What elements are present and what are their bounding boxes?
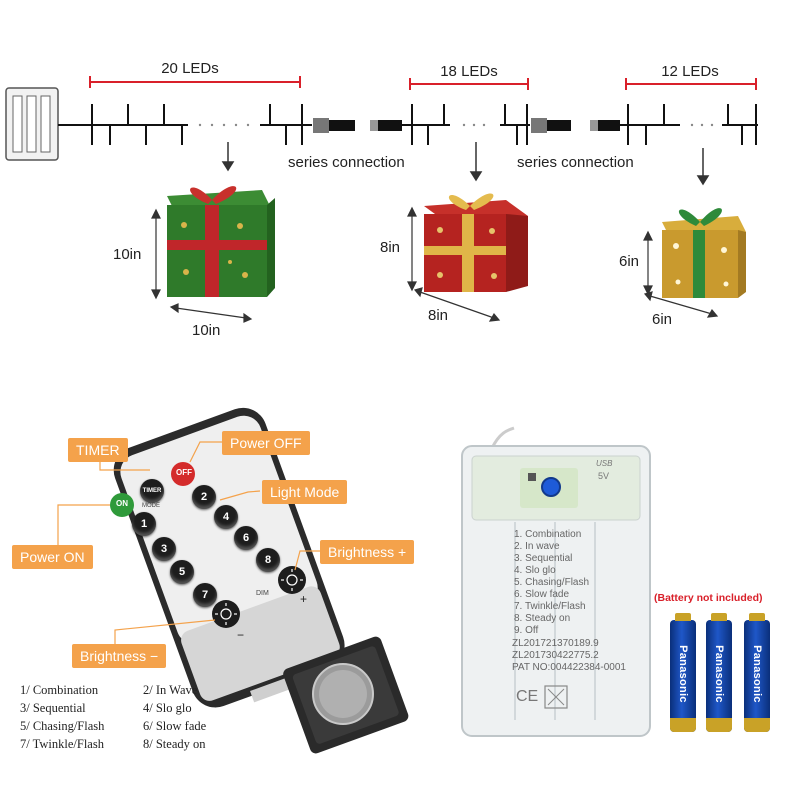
- led-segment-2: [402, 104, 530, 145]
- case-mode-item: 3. Sequential: [514, 553, 573, 564]
- mode-label: MODE: [142, 503, 160, 509]
- brightness-up-key: [278, 566, 306, 594]
- brightness-down-key: [212, 600, 240, 628]
- light-mode-callout: Light Mode: [262, 480, 348, 504]
- aa-battery: Panasonic: [706, 613, 732, 732]
- power-off-callout: Power OFF: [222, 431, 310, 455]
- number-key-6[interactable]: 6: [234, 526, 258, 550]
- mode-item: 8/ Steady on: [143, 737, 206, 751]
- box-width-label: 6in: [652, 311, 673, 328]
- series-connection-label: series connection: [517, 154, 634, 171]
- connector-2: [370, 120, 402, 131]
- case-mode-list: 1. Combination 2. In wave 3. Sequential …: [514, 529, 589, 637]
- mode-item: 2/ In Wave: [143, 683, 198, 697]
- connector-4: [590, 120, 620, 131]
- patent-number: PAT NO:004422384-0001: [512, 662, 626, 673]
- case-mode-item: 8. Steady on: [514, 613, 571, 624]
- number-key-4[interactable]: 4: [214, 505, 238, 529]
- sun-icon: [215, 569, 303, 625]
- brightness-up-callout: Brightness +: [320, 540, 415, 564]
- aa-battery: Panasonic: [670, 613, 696, 732]
- number-key-1[interactable]: 1: [132, 512, 156, 536]
- connector-3: [531, 118, 571, 133]
- box-height-label: 8in: [380, 239, 401, 256]
- gift-box-green: [167, 186, 275, 297]
- aa-battery: Panasonic: [744, 613, 770, 732]
- timer-key[interactable]: TIMER: [140, 479, 164, 503]
- led-count-label: 18 LEDs: [440, 63, 498, 80]
- power-on-callout: Power ON: [12, 545, 93, 569]
- led-segment-3: [620, 104, 758, 145]
- connector-1: [313, 118, 355, 133]
- box-width-label: 10in: [192, 322, 221, 339]
- case-mode-item: 6. Slow fade: [514, 589, 570, 600]
- number-key-5[interactable]: 5: [170, 560, 194, 584]
- battery-brand: Panasonic: [751, 645, 763, 703]
- case-mode-item: 2. In wave: [514, 541, 560, 552]
- patent-number: ZL201730422775.2: [512, 650, 599, 661]
- voltage-label: 5V: [598, 471, 610, 481]
- battery-pack-icon: [5, 87, 59, 161]
- number-key-8[interactable]: 8: [256, 548, 280, 572]
- battery-brand: Panasonic: [713, 645, 725, 703]
- mode-item: 1/ Combination: [20, 683, 99, 697]
- case-mode-item: 7. Twinkle/Flash: [514, 601, 586, 612]
- dimension-arrows: [151, 206, 719, 323]
- case-mode-item: 5. Chasing/Flash: [514, 577, 590, 588]
- arrow-down-icon: [221, 142, 710, 186]
- led-count-label: 20 LEDs: [161, 60, 219, 77]
- light-modes-list: 1/ Combination 2/ In Wave 3/ Sequential 4/…: [20, 683, 266, 755]
- number-key-2[interactable]: 2: [192, 485, 216, 509]
- mode-item: 4/ Slo glo: [143, 701, 192, 715]
- ce-mark: CE: [516, 688, 539, 705]
- mode-item: 5/ Chasing/Flash: [20, 719, 105, 733]
- led-segment-1: [58, 104, 312, 145]
- usb-label: USB: [596, 459, 613, 468]
- number-key-3[interactable]: 3: [152, 537, 176, 561]
- battery-brand: Panasonic: [677, 645, 689, 703]
- case-mode-item: 9. Off: [514, 625, 539, 636]
- gift-box-gold: [662, 208, 746, 298]
- mode-item: 3/ Sequential: [20, 701, 86, 715]
- battery-box: [461, 426, 651, 737]
- brightness-down-callout: Brightness −: [72, 644, 167, 668]
- number-key-7[interactable]: 7: [193, 583, 217, 607]
- power-off-key: [171, 462, 195, 486]
- timer-callout: TIMER: [68, 438, 128, 462]
- mode-item: 7/ Twinkle/Flash: [20, 737, 104, 751]
- series-connection-label: series connection: [288, 154, 405, 171]
- mode-item: 6/ Slow fade: [143, 719, 207, 733]
- dim-label: DIM: [256, 590, 269, 597]
- battery-note: (Battery not included): [654, 592, 763, 604]
- gift-box-red: [424, 193, 528, 292]
- coin-battery-tray: [283, 636, 409, 754]
- case-mode-item: 4. Slo glo: [514, 565, 556, 576]
- case-mode-item: 1. Combination: [514, 529, 582, 540]
- minus-label: −: [237, 628, 245, 642]
- power-on-key: [110, 493, 134, 517]
- plus-label: +: [300, 592, 308, 606]
- mode-button: [541, 477, 561, 497]
- box-height-label: 10in: [113, 246, 142, 263]
- led-count-bracket: [89, 76, 757, 90]
- box-width-label: 8in: [428, 307, 449, 324]
- patent-list: ZL201721370189.9 ZL201730422775.2 PAT NO…: [512, 638, 626, 674]
- on-key-label: ON: [116, 499, 128, 508]
- off-key-label: OFF: [176, 468, 192, 477]
- patent-number: ZL201721370189.9: [512, 638, 599, 649]
- box-height-label: 6in: [619, 253, 640, 270]
- led-count-label: 12 LEDs: [661, 63, 719, 80]
